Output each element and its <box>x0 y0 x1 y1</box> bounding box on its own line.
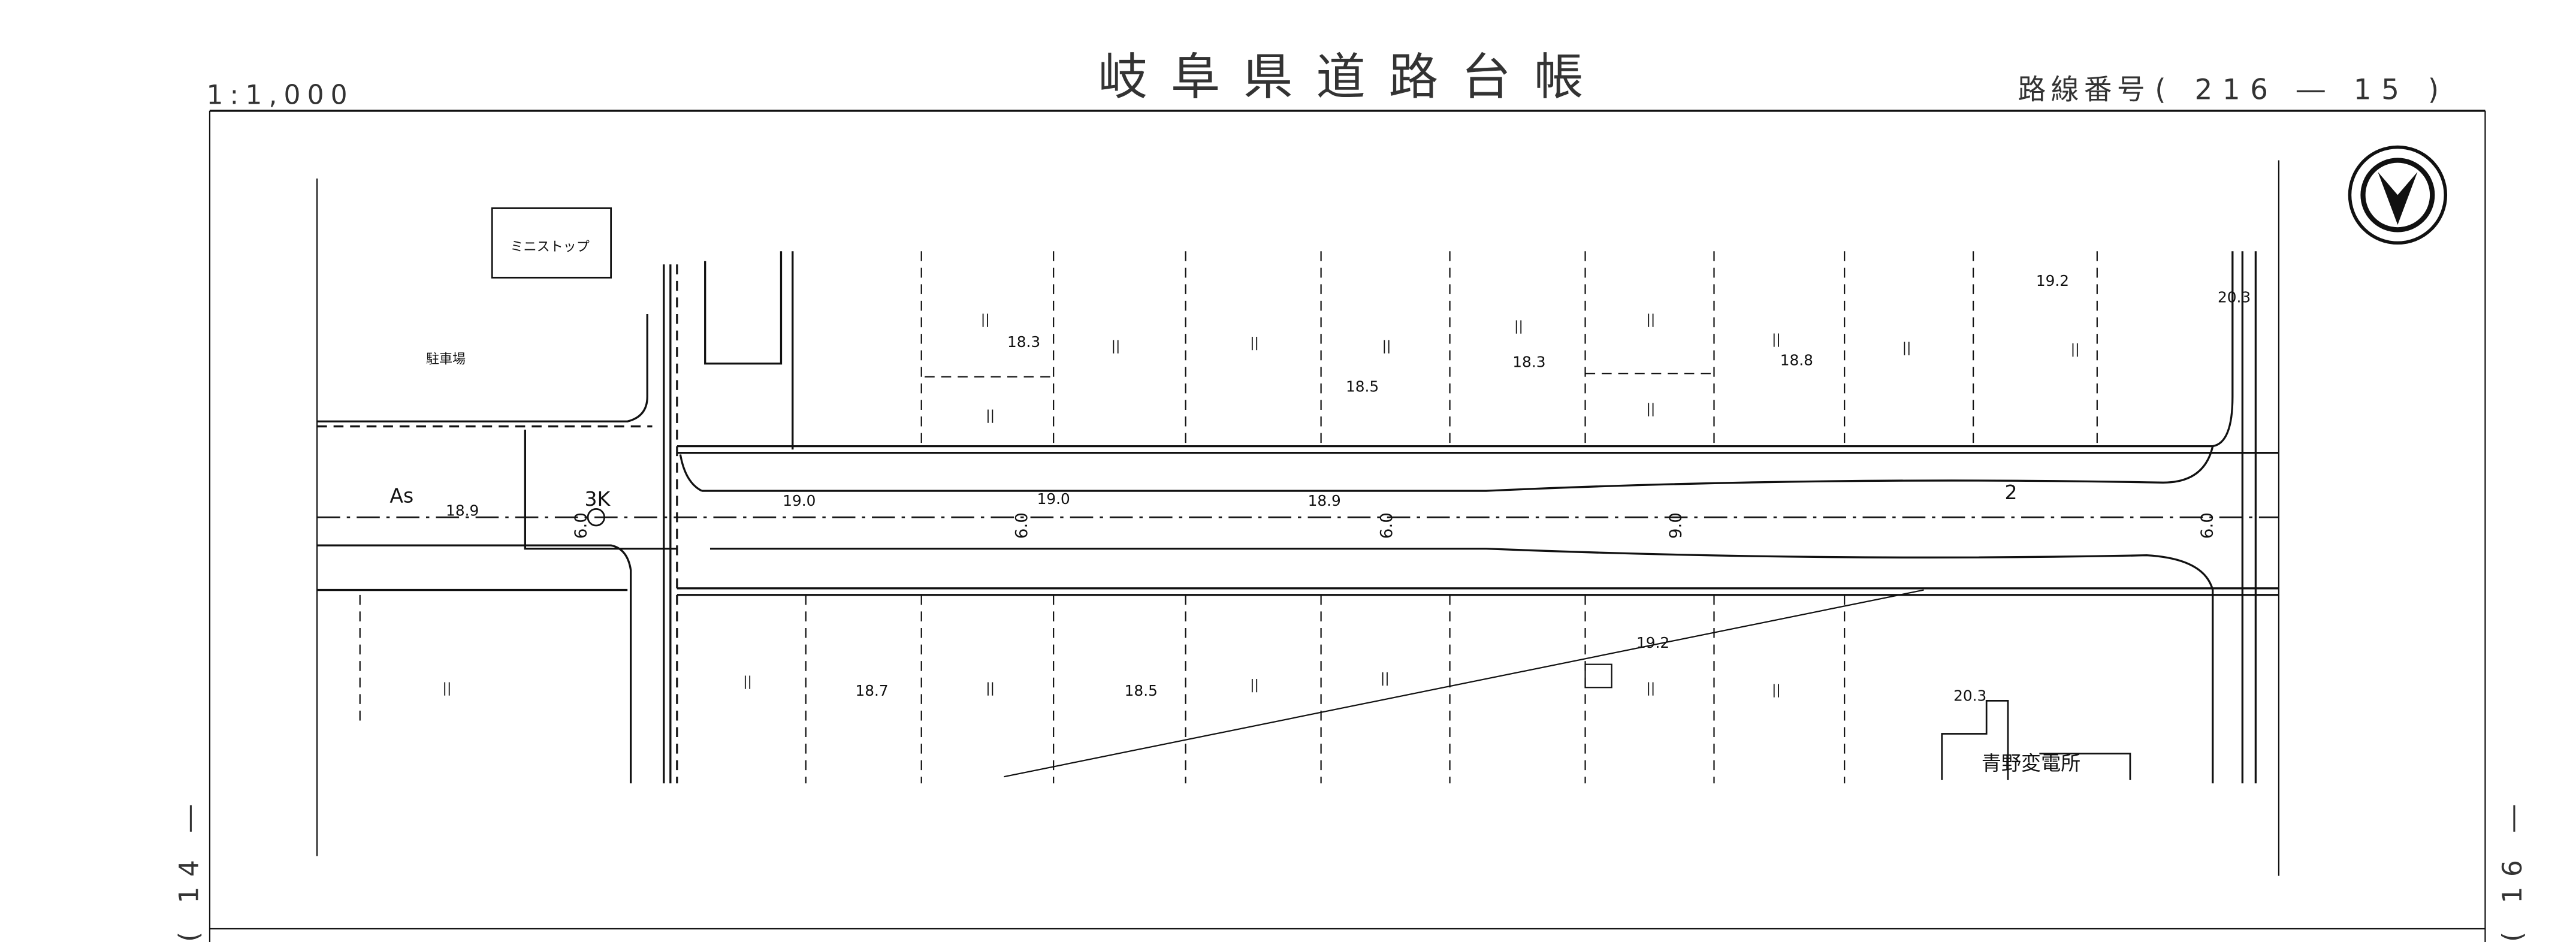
field-mark: || <box>981 313 990 328</box>
next-sheet-link[interactable]: ( 16 ― <box>2498 795 2528 942</box>
north-arrow-icon <box>2348 145 2448 245</box>
elevation-label: 18.9 <box>1308 492 1341 509</box>
route-number: ( 216 ― 15 ) <box>2155 74 2448 106</box>
store-building <box>491 207 612 279</box>
field-mark: || <box>743 675 752 690</box>
elevation-label: 18.5 <box>1125 682 1158 699</box>
main-road <box>317 251 2279 784</box>
elevation-label: 18.8 <box>1780 351 1813 369</box>
width-label: 6.0 <box>1012 512 1031 539</box>
substation-building <box>1941 699 2131 780</box>
sheet-frame <box>209 109 2486 942</box>
elevation-label: 19.2 <box>2036 272 2069 289</box>
elevation-label: 19.0 <box>783 492 816 509</box>
field-mark: || <box>1112 339 1121 354</box>
page-title: 岐阜県道路台帳 <box>1098 48 1607 106</box>
field-mark: || <box>986 408 995 423</box>
field-mark: || <box>986 681 995 696</box>
field-mark: || <box>1902 340 1911 355</box>
route-label: 路線番号 <box>2018 74 2150 106</box>
elevation-label: 18.5 <box>1346 378 1379 395</box>
elevation-label: 18.9 <box>446 502 479 519</box>
width-label: 9.0 <box>1666 512 1685 539</box>
elevation-label: 18.7 <box>855 682 888 699</box>
field-mark: || <box>2071 342 2080 357</box>
marker-symbol-icon <box>587 508 605 527</box>
width-label: 6.0 <box>1377 512 1396 539</box>
surface-label: As <box>389 484 413 507</box>
elevation-label: 20.3 <box>2218 289 2251 306</box>
elevation-label: 18.3 <box>1512 353 1545 370</box>
scale-label: 1:1,000 <box>206 80 354 111</box>
elevation-label: 19.0 <box>1037 490 1070 508</box>
elevation-label: 18.3 <box>1007 333 1040 351</box>
store-label: ミニストップ <box>511 240 590 255</box>
field-mark: || <box>443 681 452 696</box>
elevation-label: 19.2 <box>1636 634 1669 651</box>
width-label: 6.0 <box>2198 512 2217 539</box>
field-mark: || <box>1382 339 1391 354</box>
field-mark: || <box>1514 319 1523 334</box>
field-mark: || <box>1250 678 1259 693</box>
field-mark: || <box>1772 683 1781 698</box>
field-mark: || <box>1772 333 1781 348</box>
elevation-label: 20.3 <box>1953 687 1986 704</box>
field-marks: || || || || || || || || || || || || || |… <box>443 313 2080 698</box>
lane-count-label: 2 <box>2005 481 2018 504</box>
previous-sheet-link[interactable]: ( 14 ― <box>174 795 205 942</box>
field-mark: || <box>1647 313 1656 328</box>
field-mark: || <box>1647 401 1656 416</box>
parking-label: 駐車場 <box>426 352 466 367</box>
marker-label: 3K <box>585 487 611 511</box>
field-mark: || <box>1647 681 1656 696</box>
field-mark: || <box>1381 671 1390 686</box>
field-mark: || <box>1250 336 1259 351</box>
width-label: 6.0 <box>571 512 590 539</box>
substation-label: 青野変電所 <box>1982 751 2080 775</box>
